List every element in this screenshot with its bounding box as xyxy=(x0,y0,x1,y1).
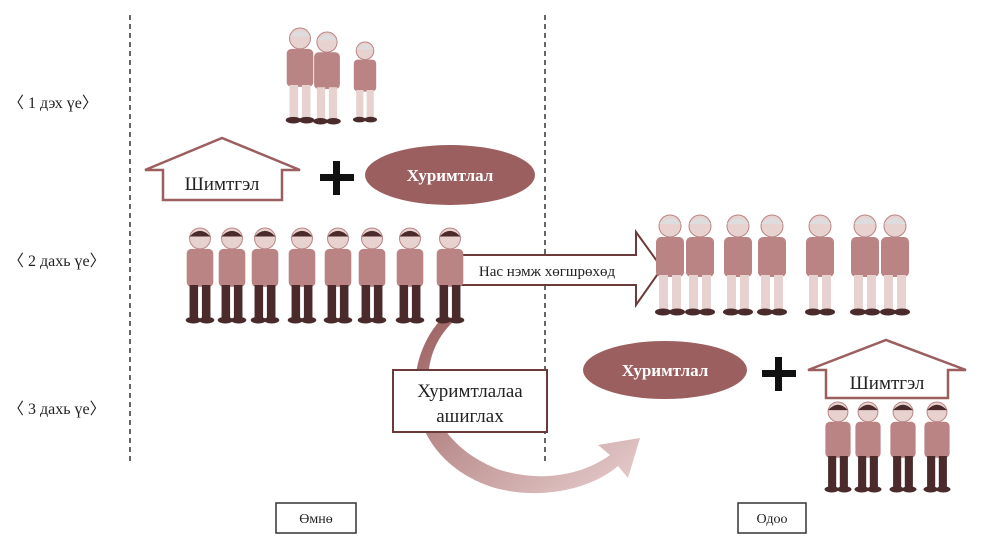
contribution-house-arrow-left: Шимтгэл xyxy=(144,136,301,202)
working-person xyxy=(250,227,280,324)
elderly-person xyxy=(880,214,910,316)
elderly-person xyxy=(850,214,880,316)
aging-arrow: Нас нэмж хөгшрөхөд xyxy=(454,228,664,309)
savings-ellipse-left: Хуримтлал xyxy=(365,145,535,205)
now-label-box: Одоо xyxy=(737,502,807,534)
people-illustrations xyxy=(185,27,951,493)
young-person xyxy=(889,401,917,493)
working-person xyxy=(395,227,425,324)
svg-text:Шимтгэл: Шимтгэл xyxy=(185,174,260,195)
working-person xyxy=(357,227,387,324)
savings-ellipse-right: Хуримтлал xyxy=(583,341,747,399)
generation-2-label: 〈 2 дахь үе〉 xyxy=(8,253,106,270)
svg-text:Шимтгэл: Шимтгэл xyxy=(850,373,925,394)
svg-text:Хуримтлалаа: Хуримтлалаа xyxy=(417,381,523,402)
generation-3-label: 〈 3 дахь үе〉 xyxy=(8,401,106,418)
use-savings-curve-arrow xyxy=(415,315,640,494)
working-person xyxy=(323,227,353,324)
elderly-person xyxy=(655,214,685,316)
svg-text:ашиглах: ашиглах xyxy=(436,406,504,427)
working-person xyxy=(435,227,465,324)
use-savings-box: Хуримтлалаа ашиглах xyxy=(392,369,548,433)
elderly-person xyxy=(685,214,715,316)
before-label-box: Өмнө xyxy=(275,502,357,534)
svg-text:Одоо: Одоо xyxy=(756,512,787,527)
contribution-house-arrow-right: Шимтгэл xyxy=(807,338,967,400)
elderly-person xyxy=(723,214,753,316)
svg-text:Өмнө: Өмнө xyxy=(299,512,332,527)
working-person xyxy=(217,227,247,324)
elderly-person xyxy=(353,41,377,123)
elderly-person xyxy=(313,31,341,125)
svg-text:Хуримтлал: Хуримтлал xyxy=(622,361,709,380)
working-person xyxy=(287,227,317,324)
elderly-person xyxy=(805,214,835,316)
young-person xyxy=(923,401,951,493)
generation-1-label: 〈 1 дэх үе〉 xyxy=(8,95,98,112)
young-person xyxy=(854,401,882,493)
elderly-person xyxy=(285,27,315,124)
svg-text:Нас нэмж хөгшрөхөд: Нас нэмж хөгшрөхөд xyxy=(479,264,616,280)
working-person xyxy=(185,227,215,324)
elderly-person xyxy=(757,214,787,316)
young-person xyxy=(824,401,852,493)
svg-text:Хуримтлал: Хуримтлал xyxy=(407,166,494,185)
plus-icon xyxy=(762,357,796,391)
plus-icon xyxy=(320,161,354,195)
